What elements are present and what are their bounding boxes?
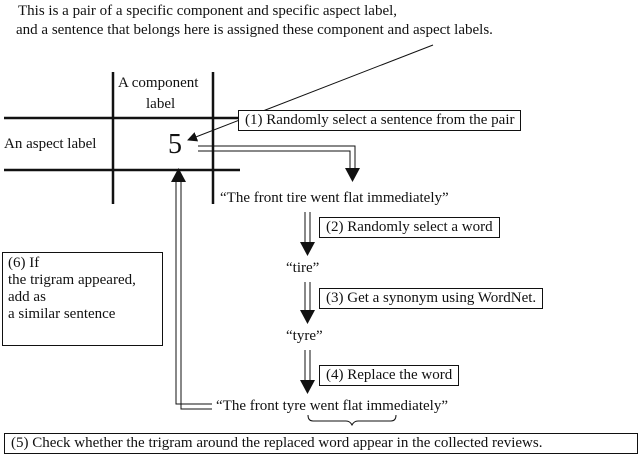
return-arrowhead [171,168,186,182]
sentence-arrowhead [345,168,360,182]
sentence-replaced: “The front tyre went flat immediately” [216,398,448,414]
note-line-2: and a sentence that belongs here is assi… [16,22,493,38]
step-6-line-3: add as [8,289,46,305]
component-label: A component [118,75,199,91]
label-grid [4,72,240,204]
step-arrow-3-head [300,310,315,324]
note-line-1: This is a pair of a specific component a… [18,3,398,19]
word-synonym: “tyre” [286,328,323,344]
word-selected: “tire” [286,260,320,276]
step-6-box: (6) If the trigram appeared, add as a si… [2,252,163,346]
step-arrow-2-head [300,242,315,256]
step-6-line-4: a similar sentence [8,306,116,322]
cell-value: 5 [168,129,182,160]
step-6-line-1: (6) If [8,255,40,271]
step-arrow-4 [304,350,311,380]
step-2-box: (2) Randomly select a word [319,217,500,238]
step-1-box: (1) Randomly select a sentence from the … [238,110,522,131]
aspect-label: An aspect label [4,136,97,152]
cell-to-sentence-connector [198,145,356,168]
step-3-box: (3) Get a synonym using WordNet. [319,288,544,309]
step-4-box: (4) Replace the word [319,365,460,386]
step-arrow-4-head [300,380,315,394]
step-arrow-3 [304,282,311,310]
step-6-line-2: the trigram appeared, [8,272,136,288]
step-5-box: (5) Check whether the trigram around the… [4,433,638,454]
component-label-2: label [146,96,176,112]
note-pointer-arrow [187,44,434,142]
return-connector [175,180,212,410]
sentence-original: “The front tire went flat immediately” [220,190,449,206]
step-arrow-2 [304,212,311,242]
trigram-brace [307,414,397,427]
